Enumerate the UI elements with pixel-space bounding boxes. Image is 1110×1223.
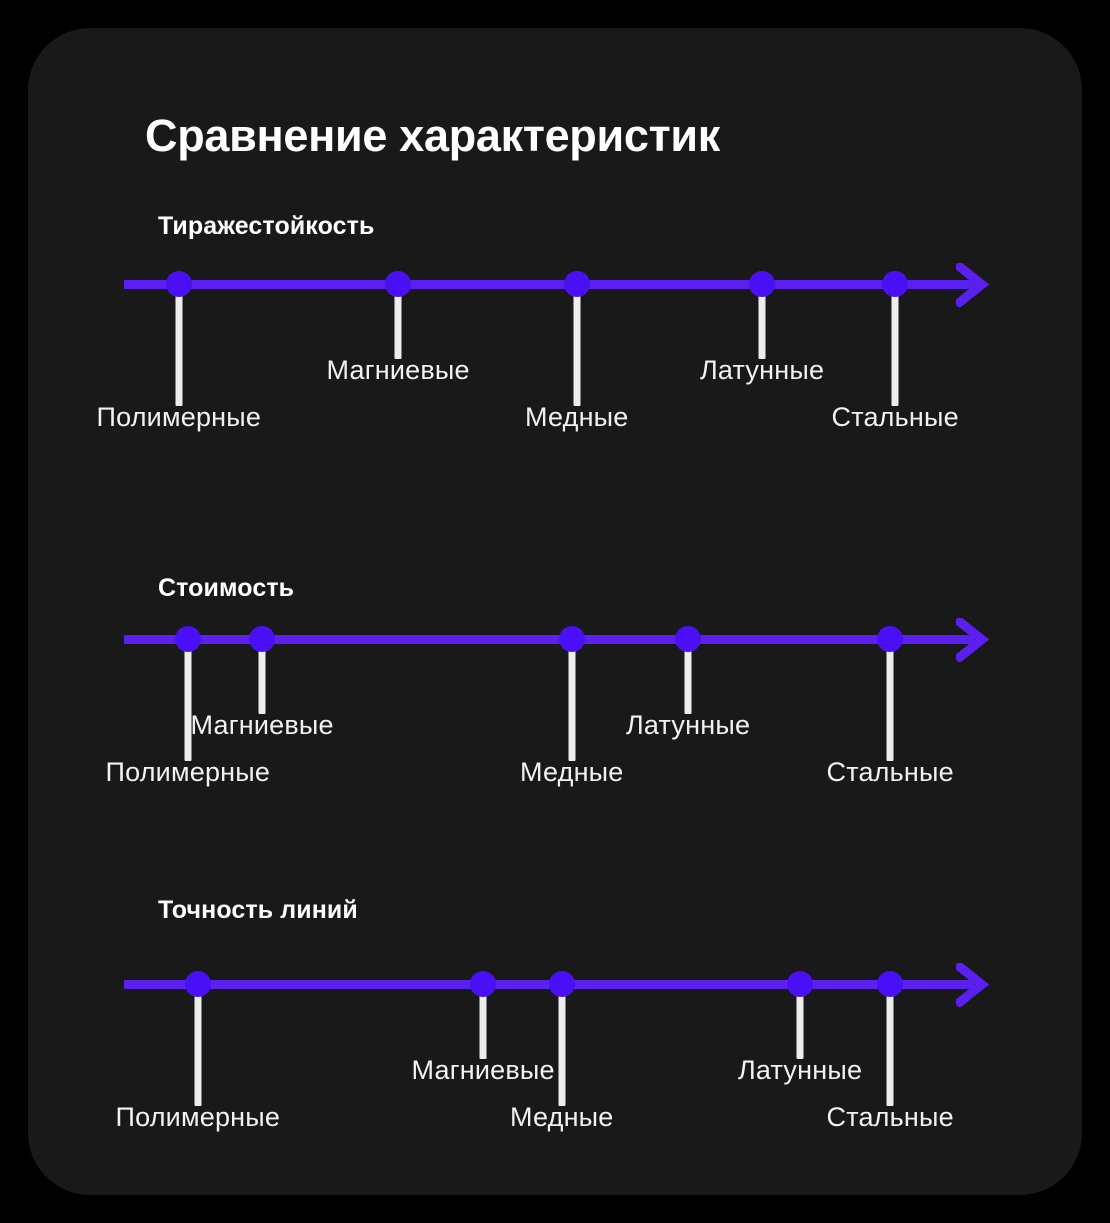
point-stem	[758, 287, 766, 359]
point-label: Магниевые	[326, 355, 470, 385]
point-label: Магниевые	[190, 710, 334, 740]
point-marker[interactable]	[882, 271, 908, 297]
point-label: Латунные	[738, 1055, 863, 1085]
point-stem	[479, 987, 487, 1059]
axis-line	[124, 280, 974, 289]
point-stem	[568, 642, 576, 761]
axis-line	[124, 635, 974, 644]
point-stem	[891, 287, 899, 406]
point-stem	[184, 642, 192, 761]
point-stem	[886, 987, 894, 1106]
point-marker[interactable]	[877, 626, 903, 652]
section-heading: Точность линий	[158, 896, 358, 924]
point-marker[interactable]	[470, 971, 496, 997]
point-marker[interactable]	[564, 271, 590, 297]
point-label: Магниевые	[411, 1055, 555, 1085]
point-stem	[175, 287, 183, 406]
point-marker[interactable]	[749, 271, 775, 297]
point-label: Стальные	[826, 757, 954, 787]
point-label: Полимерные	[105, 757, 271, 787]
point-label: Стальные	[831, 402, 959, 432]
point-stem	[194, 987, 202, 1106]
point-marker[interactable]	[877, 971, 903, 997]
point-stem	[394, 287, 402, 359]
point-marker[interactable]	[675, 626, 701, 652]
axis-arrow-icon	[953, 615, 990, 664]
point-stem	[573, 287, 581, 406]
page-title: Сравнение характеристик	[145, 110, 720, 161]
axis-arrow-icon	[953, 960, 990, 1009]
point-marker[interactable]	[787, 971, 813, 997]
point-marker[interactable]	[249, 626, 275, 652]
point-label: Полимерные	[115, 1102, 281, 1132]
point-stem	[886, 642, 894, 761]
point-marker[interactable]	[175, 626, 201, 652]
point-label: Латунные	[700, 355, 825, 385]
axis-arrow-icon	[953, 260, 990, 309]
point-label: Медные	[525, 402, 629, 432]
point-marker[interactable]	[166, 271, 192, 297]
point-marker[interactable]	[185, 971, 211, 997]
section-heading: Стоимость	[158, 574, 295, 602]
point-marker[interactable]	[549, 971, 575, 997]
point-label: Стальные	[826, 1102, 954, 1132]
point-label: Медные	[510, 1102, 614, 1132]
section-heading: Тиражестойкость	[158, 212, 375, 240]
point-stem	[258, 642, 266, 714]
point-label: Латунные	[626, 710, 751, 740]
point-stem	[684, 642, 692, 714]
point-stem	[558, 987, 566, 1106]
point-stem	[796, 987, 804, 1059]
point-marker[interactable]	[385, 271, 411, 297]
point-label: Полимерные	[96, 402, 262, 432]
point-marker[interactable]	[559, 626, 585, 652]
point-label: Медные	[520, 757, 624, 787]
